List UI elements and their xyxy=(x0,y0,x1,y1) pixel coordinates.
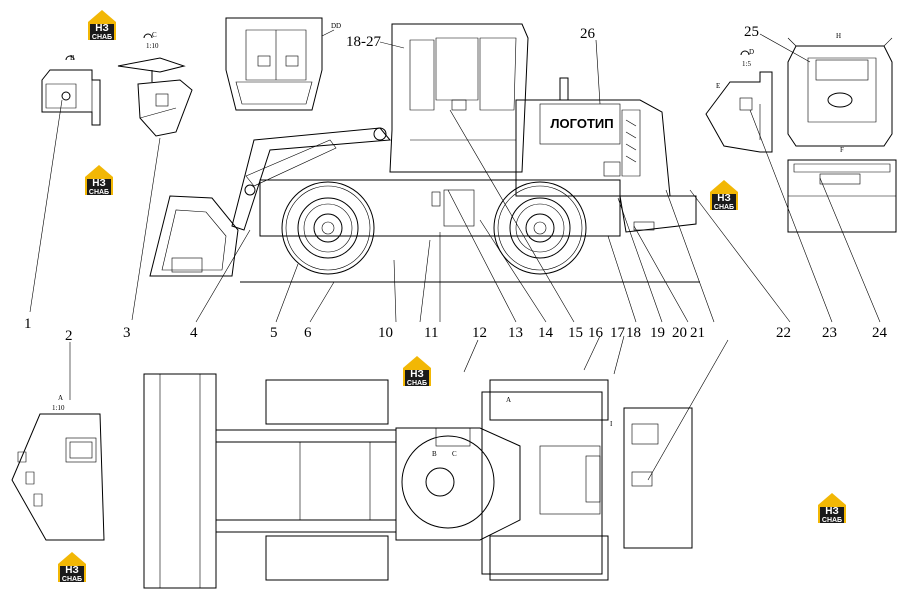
brand-badge-center: НЗ СНАБ xyxy=(403,356,431,387)
svg-text:21: 21 xyxy=(690,325,705,341)
svg-text:НЗ: НЗ xyxy=(95,23,109,34)
svg-text:23: 23 xyxy=(822,325,837,341)
svg-text:1: 1 xyxy=(24,316,32,332)
detail-view-b: B xyxy=(41,54,101,126)
brand-badge-bottom-left: НЗ СНАБ xyxy=(58,552,86,583)
svg-text:2: 2 xyxy=(65,328,73,344)
svg-text:E: E xyxy=(716,82,720,90)
svg-text:B: B xyxy=(70,54,75,62)
svg-text:22: 22 xyxy=(776,325,791,341)
loader-top-view: A B C I xyxy=(143,373,693,589)
detail-view-c: C 1:10 xyxy=(117,31,193,137)
svg-text:I: I xyxy=(610,420,613,428)
leader-lines xyxy=(29,33,881,481)
brand-badge-top-left: НЗ СНАБ xyxy=(88,10,116,41)
svg-text:НЗ: НЗ xyxy=(717,193,731,204)
svg-text:СНАБ: СНАБ xyxy=(92,34,112,41)
cab-rear-detail: DD xyxy=(225,17,341,111)
svg-text:5: 5 xyxy=(270,325,278,341)
svg-text:26: 26 xyxy=(580,26,596,42)
svg-text:A: A xyxy=(506,396,511,404)
brand-badge-left: НЗ СНАБ xyxy=(85,165,113,196)
svg-text:B: B xyxy=(432,450,437,458)
svg-text:D: D xyxy=(749,48,754,56)
svg-text:1:10: 1:10 xyxy=(146,42,159,50)
svg-text:H: H xyxy=(836,32,841,40)
svg-text:C: C xyxy=(152,31,157,39)
svg-text:3: 3 xyxy=(123,325,131,341)
loader-side-view: ЛОГОТИП xyxy=(149,23,700,283)
svg-text:19: 19 xyxy=(650,325,665,341)
detail-view-d: D 1:5 E xyxy=(705,48,773,153)
svg-text:17: 17 xyxy=(610,325,626,341)
svg-text:СНАБ: СНАБ xyxy=(89,189,109,196)
svg-text:СНАБ: СНАБ xyxy=(822,517,842,524)
detail-view-f: F xyxy=(787,146,897,233)
svg-text:18-27: 18-27 xyxy=(346,34,381,50)
brand-badge-bottom-right: НЗ СНАБ xyxy=(818,493,846,524)
svg-text:18: 18 xyxy=(626,325,641,341)
svg-text:НЗ: НЗ xyxy=(92,178,106,189)
svg-text:СНАБ: СНАБ xyxy=(407,380,427,387)
logo-placeholder: ЛОГОТИП xyxy=(550,116,613,131)
svg-text:24: 24 xyxy=(872,325,888,341)
svg-text:13: 13 xyxy=(508,325,523,341)
svg-text:НЗ: НЗ xyxy=(410,369,424,380)
svg-text:НЗ: НЗ xyxy=(65,565,79,576)
svg-text:6: 6 xyxy=(304,325,312,341)
svg-text:12: 12 xyxy=(472,325,487,341)
svg-text:15: 15 xyxy=(568,325,583,341)
svg-text:10: 10 xyxy=(378,325,393,341)
svg-text:1:5: 1:5 xyxy=(742,60,751,68)
svg-text:11: 11 xyxy=(424,325,438,341)
callout-numbers: 1 2 3 4 5 6 10 11 12 13 14 15 16 17 18 1… xyxy=(24,24,888,344)
detail-view-h: H xyxy=(787,32,893,147)
svg-text:25: 25 xyxy=(744,24,759,40)
svg-text:НЗ: НЗ xyxy=(825,506,839,517)
svg-text:14: 14 xyxy=(538,325,554,341)
svg-text:16: 16 xyxy=(588,325,604,341)
detail-view-a: A 1:10 xyxy=(11,394,105,541)
svg-text:4: 4 xyxy=(190,325,198,341)
svg-text:СНАБ: СНАБ xyxy=(714,204,734,211)
brand-badge-right: НЗ СНАБ xyxy=(710,180,738,211)
svg-text:A: A xyxy=(58,394,63,402)
svg-text:20: 20 xyxy=(672,325,687,341)
svg-text:DD: DD xyxy=(331,22,341,30)
svg-text:СНАБ: СНАБ xyxy=(62,576,82,583)
svg-text:F: F xyxy=(840,146,844,154)
svg-text:C: C xyxy=(452,450,457,458)
svg-text:1:10: 1:10 xyxy=(52,404,65,412)
